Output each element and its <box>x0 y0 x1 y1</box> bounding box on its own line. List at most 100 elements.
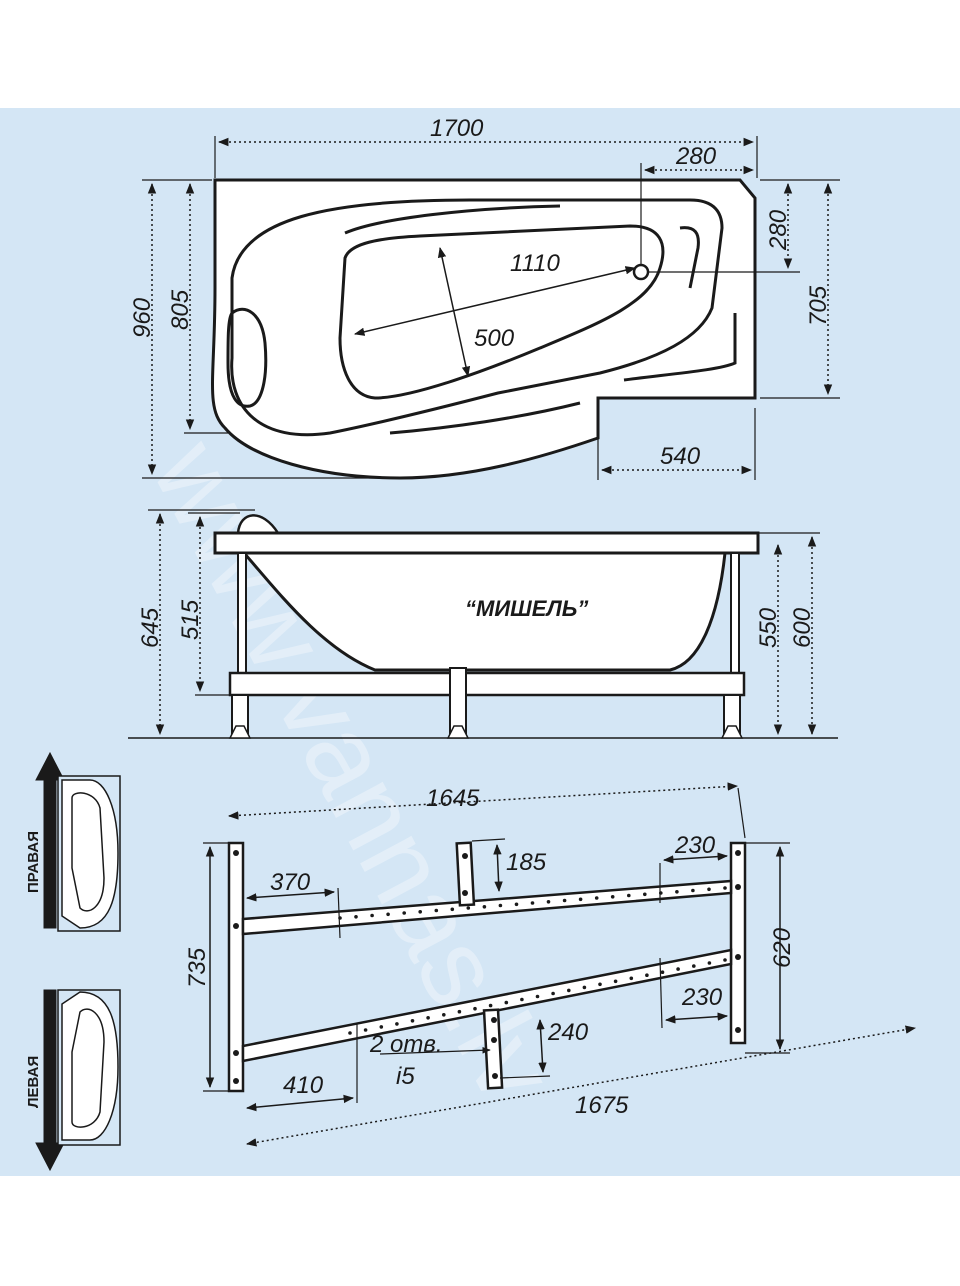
frame-leg-right <box>730 552 740 674</box>
rim-ridge-1 <box>344 204 561 235</box>
dim-bottom-length: 1675 <box>575 1092 629 1119</box>
rail-hole <box>567 988 571 993</box>
frame-rail-upper <box>241 879 733 936</box>
rail-hole <box>578 897 583 902</box>
rail-hole <box>594 896 599 900</box>
dim-offset-left-bottom: 410 <box>283 1072 324 1099</box>
dim-total-height: 645 <box>137 607 164 648</box>
rim-ridge-4 <box>679 226 700 289</box>
rail-hole <box>426 1016 430 1020</box>
dim-headrest-height: 515 <box>177 599 204 640</box>
tub-inner-rim <box>230 198 724 437</box>
dim-height-left: 735 <box>184 947 211 988</box>
rail-hole <box>707 961 712 965</box>
rail-hole <box>629 976 634 981</box>
frame-post-left <box>227 841 245 1093</box>
arrow-up-icon <box>35 751 65 929</box>
variant-right-label: ПРАВАЯ <box>25 831 42 893</box>
frame-post-right <box>729 841 747 1045</box>
variant-right-tub <box>61 779 119 929</box>
rail-hole <box>723 886 727 890</box>
rail-hole <box>613 979 618 984</box>
rail-hole <box>598 982 602 987</box>
frame-bar-side <box>228 671 746 697</box>
rail-hole <box>627 893 631 898</box>
rail-hole <box>535 994 540 999</box>
rail-hole <box>379 1025 384 1029</box>
rail-hole <box>370 913 374 918</box>
top-view <box>142 136 840 480</box>
rail-hole <box>418 910 423 914</box>
rail-hole <box>610 895 615 899</box>
variant-left-tub <box>61 991 119 1141</box>
rail-hole <box>691 888 695 893</box>
dim-rim-length: 280 <box>675 143 717 170</box>
model-name: “МИШЕЛЬ” <box>465 596 588 621</box>
tub-body-side <box>240 551 727 672</box>
rail-hole <box>457 1009 462 1014</box>
foot-middle <box>449 667 467 736</box>
rail-hole <box>354 915 358 919</box>
variants-legend <box>35 751 121 1172</box>
rail-hole <box>473 1006 477 1011</box>
rail-hole <box>395 1022 399 1026</box>
tub-rim-side <box>213 531 760 555</box>
rail-hole <box>643 892 647 897</box>
dim-basin-width: 500 <box>474 325 515 352</box>
rail-hole <box>520 997 524 1002</box>
dim-offset-left-top: 370 <box>270 869 311 896</box>
dim-height-right: 620 <box>769 927 796 968</box>
rail-perforation <box>338 886 727 1035</box>
dim-basin-length: 1110 <box>510 250 560 277</box>
rail-hole <box>402 911 407 915</box>
headrest <box>226 307 268 408</box>
dim-offset-right-bottom: 230 <box>681 984 723 1011</box>
rail-hole <box>723 958 727 962</box>
rail-hole <box>692 964 696 968</box>
rail-hole <box>363 1028 368 1032</box>
variant-left-label: ЛЕВАЯ <box>25 1056 42 1108</box>
rail-hole <box>645 973 649 977</box>
frame-view <box>203 782 917 1147</box>
holes-note-line1: 2 отв. <box>369 1031 443 1058</box>
dim-rim-depth: 280 <box>765 209 792 251</box>
bathtub-drawing: www.vannas.lv <box>0 108 960 1176</box>
rail-hole <box>386 912 390 917</box>
rail-hole <box>442 1013 446 1017</box>
dim-width: 960 <box>129 297 156 338</box>
side-view <box>128 509 838 739</box>
dim-offset-right-top: 230 <box>674 832 716 859</box>
dim-top-length: 1645 <box>426 785 480 812</box>
dim-leg-top: 185 <box>506 849 547 876</box>
rail-hole <box>582 985 587 990</box>
rim-ridge-2 <box>389 401 581 435</box>
dim-rim-height-outer: 600 <box>789 607 816 648</box>
rail-hole <box>530 901 535 905</box>
dim-inner-width: 805 <box>167 289 194 330</box>
holes-note-line2: i5 <box>396 1063 415 1090</box>
frame-leg-upper <box>455 841 476 907</box>
dim-length: 1700 <box>430 115 484 142</box>
rail-hole <box>488 1003 493 1008</box>
rail-hole <box>675 890 679 894</box>
rail-hole <box>551 991 555 996</box>
rail-hole <box>676 967 680 971</box>
rail-hole <box>660 970 665 974</box>
rail-hole <box>562 898 567 903</box>
arrow-down-icon <box>35 989 65 1172</box>
rail-hole <box>410 1019 415 1023</box>
drawing-panel: www.vannas.lv <box>0 108 960 1176</box>
frame-leg-left <box>237 552 247 674</box>
dim-rim-height-inner: 550 <box>755 607 782 648</box>
dim-step-length: 540 <box>660 443 701 470</box>
rail-hole <box>434 908 439 913</box>
rail-hole <box>498 903 503 908</box>
rail-hole <box>514 902 519 907</box>
rail-hole <box>504 1000 509 1005</box>
rail-hole <box>466 906 471 910</box>
dim-right-width: 705 <box>805 285 832 326</box>
rail-hole <box>707 887 711 892</box>
dim-leg-bottom: 240 <box>547 1019 589 1046</box>
rail-hole <box>546 900 551 904</box>
rail-hole <box>450 907 455 912</box>
